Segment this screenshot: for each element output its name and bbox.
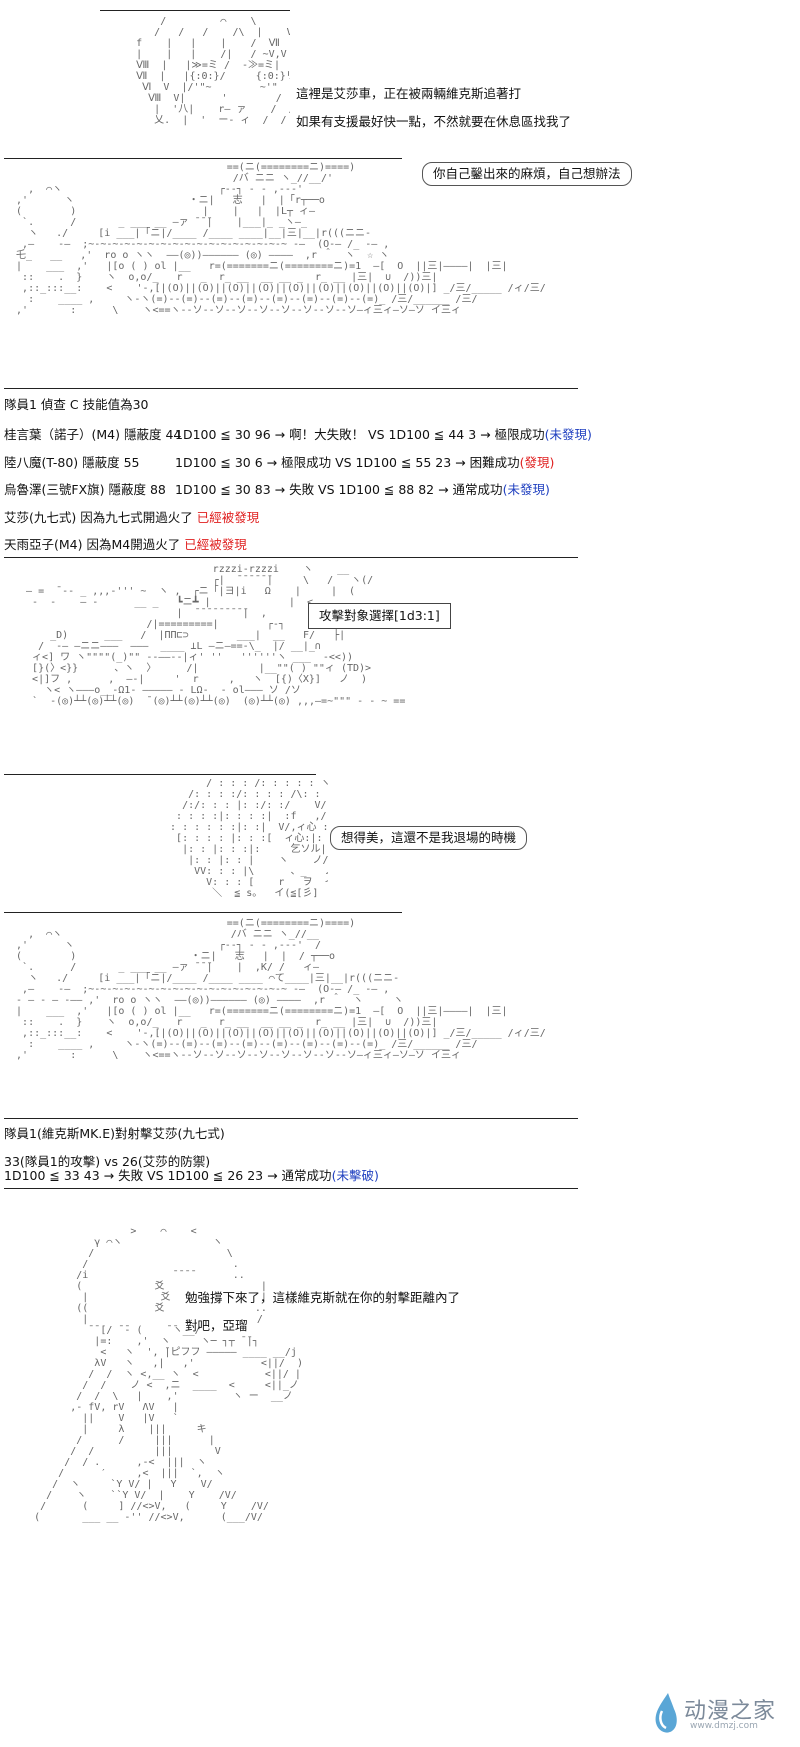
attack-line: 33(隊員1的攻擊) vs 26(艾莎的防禦) [4,1154,211,1169]
recon-result: (未發現) [544,427,592,442]
recon-header: 隊員1 偵查 C 技能值為30 [4,397,149,412]
droplet-logo-icon [655,1693,677,1733]
character-art: / : : : /: : : : : ヽ: : \ /: : : :/: : :… [170,778,328,899]
recon-result: (發現) [519,455,555,470]
dialogue-line: 對吧，亞瑠 [185,1318,248,1333]
panel-divider [100,10,290,11]
narration-line: 如果有支援最好快一點，不然就要在休息區找我了 [296,114,572,129]
panel-divider [4,774,316,775]
recon-result: (未發現) [502,482,550,497]
status-detected: 已經被發現 [184,537,247,552]
recon-row-name: 烏魯澤(三號FX旗) 隱蔽度 88 [4,482,166,497]
target-select-box: 攻擊對象選擇[1d3:1] [308,603,451,629]
site-watermark: 动漫之家 www.dmzj.com [650,1689,790,1739]
attack-line: 1D100 ≦ 33 43 → 失敗 VS 1D100 ≦ 26 23 → 通常… [4,1168,379,1183]
speech-bubble: 想得美，這還不是我退場的時機 [330,826,528,850]
narration-line: 這裡是艾莎車，正在被兩輛維克斯追著打 [296,86,522,101]
tank-art: ==(ニ(========ニ)====) , ⌒ヽ /バ ニニ ヽ_//__ ,… [16,918,546,1061]
panel-divider [4,388,578,389]
attack-header: 隊員1(維克斯MK.E)對射擊艾莎(九七式) [4,1126,225,1141]
recon-row-roll: 1D100 ≦ 30 6 → 極限成功 VS 1D100 ≦ 55 23 → 困… [175,455,555,470]
panel-divider [4,158,402,159]
panel-divider [4,557,578,558]
recon-row-roll: 1D100 ≦ 30 96 → 啊！大失敗！ VS 1D100 ≦ 44 3 →… [175,427,592,442]
watermark-title: 动漫之家 [684,1699,777,1724]
panel-divider [4,1188,578,1189]
dialogue-line: 勉強撐下來了，這樣維克斯就在你的射擊距離內了 [185,1290,461,1305]
recon-note: 天雨亞子(M4) 因為M4開過火了 已經被發現 [4,537,247,552]
panel-divider [4,912,402,913]
enemy-tank-art: rzzzi‐rzzzi ヽ __ ┌| ̄ ̄ ̄ ̄ ̄ ̄| \ / ヽ(/… [26,564,406,707]
status-detected: 已經被發現 [196,510,260,525]
recon-note: 艾莎(九七式) 因為九七式開過火了 已經被發現 [4,510,260,525]
character-art: / ⌒ \ / / / /\ | V f | | | / Ⅶ | | | | /… [136,16,290,126]
recon-row-name: 陸八魔(T-80) 隱蔽度 55 [4,455,140,470]
tank-art: ==(ニ(========ニ)====) /バ ニニ ヽ_//__/' , ⌒ヽ… [16,162,546,316]
panel-divider [4,1118,578,1119]
watermark-url: www.dmzj.com [690,1721,758,1731]
speech-bubble: 你自己鑿出來的麻煩，自己想辦法 [422,162,632,186]
attack-result: (未擊破) [331,1168,379,1183]
recon-row-roll: 1D100 ≦ 30 83 → 失敗 VS 1D100 ≦ 88 82 → 通常… [175,482,550,497]
character-gun-art: > ⌒ < γ ⌒ヽ ヽ / \ / . /i ̄ ̄ ̄ ̄ .. ( 爻 [34,1226,303,1523]
recon-row-name: 桂言葉（諾子）(M4) 隱蔽度 44 [4,427,182,442]
